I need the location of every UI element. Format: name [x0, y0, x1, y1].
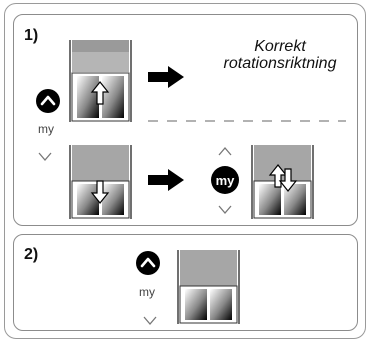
right-arrow-icon — [148, 66, 184, 88]
dashed-separator — [148, 120, 346, 122]
right-arrow-icon-2 — [148, 169, 184, 191]
chevron-down-icon-2 — [218, 205, 232, 214]
chevron-down-icon — [38, 152, 52, 161]
up-button-icon-2 — [136, 251, 160, 275]
my-button-icon: my — [211, 166, 239, 194]
caption-line-1: Korrekt — [254, 38, 306, 55]
up-down-arrows-icon — [268, 164, 298, 192]
window-blind-down — [69, 145, 132, 219]
step-2-number: 2) — [24, 246, 39, 263]
up-arrow-icon — [90, 81, 110, 105]
chevron-down-icon-3 — [143, 316, 157, 325]
caption-correct-rotation: Korrekt rotationsriktning — [196, 38, 364, 72]
window-blind-up — [69, 40, 132, 122]
my-label-2: my — [139, 285, 155, 299]
step-1-number: 1) — [24, 27, 39, 44]
my-button-text: my — [216, 173, 236, 188]
down-arrow-icon — [90, 180, 110, 204]
up-button-icon — [36, 89, 60, 113]
my-label: my — [38, 122, 54, 136]
window-blind-stopped — [251, 145, 314, 219]
caption-line-2: rotationsriktning — [223, 55, 337, 72]
chevron-up-icon — [218, 147, 232, 156]
window-blind-step2 — [177, 250, 240, 324]
